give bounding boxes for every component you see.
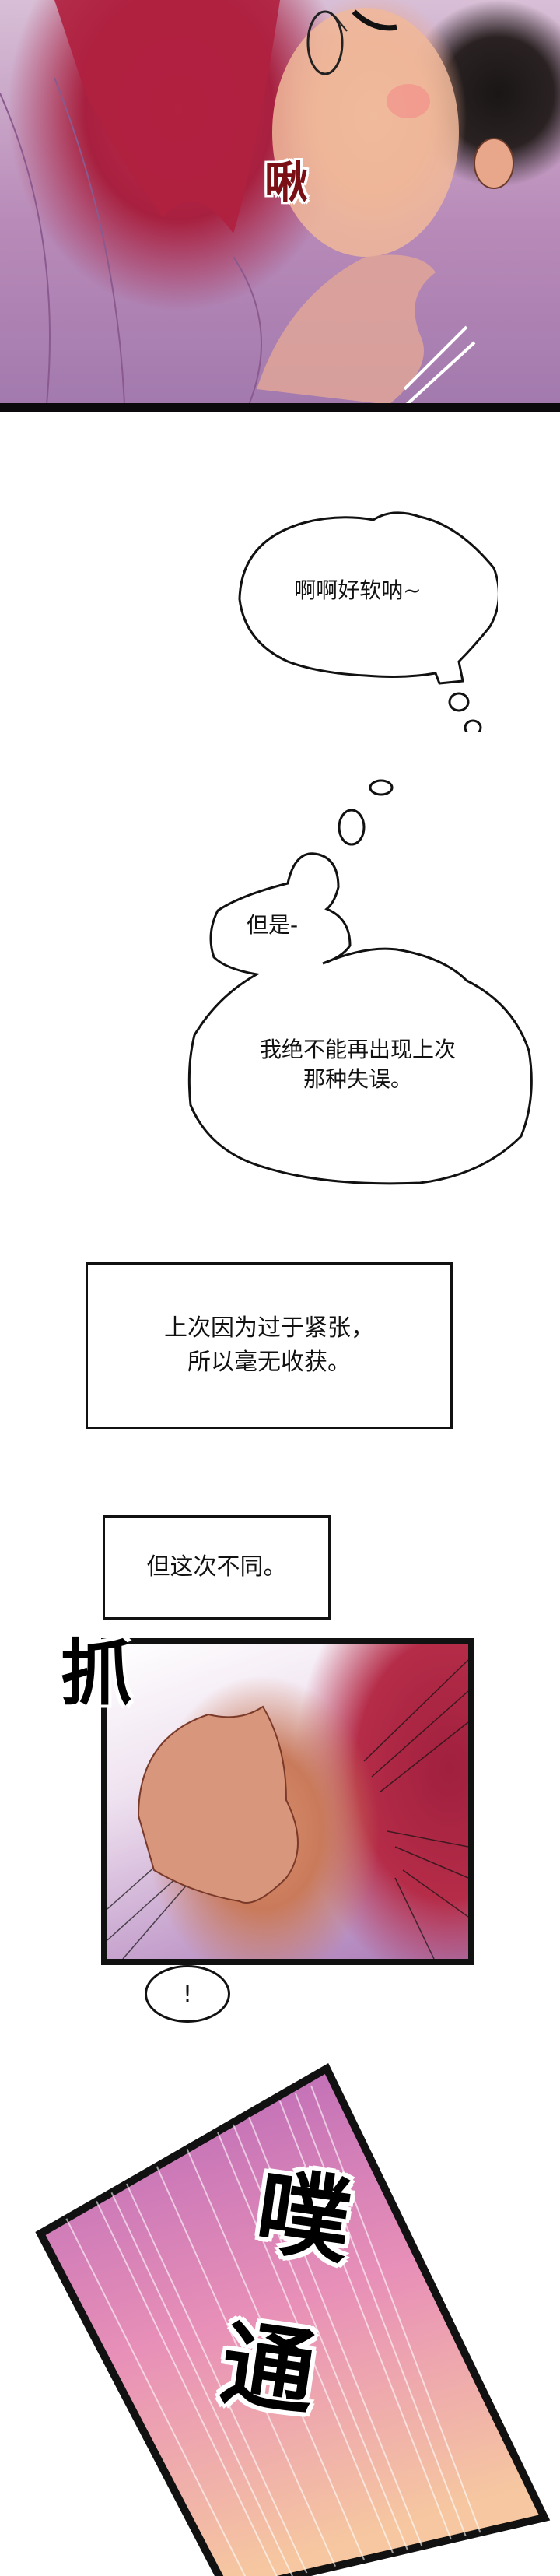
sfx-grab: 抓 (61, 1632, 133, 1715)
sfx-plop-2: 通 (214, 2309, 323, 2430)
sfx-kiss: 啾 (264, 158, 308, 209)
thought-bubble-1 (238, 511, 498, 732)
panel-grab (101, 1638, 474, 1965)
caption-box-1: 上次因为过于紧张， 所以毫无收获。 (86, 1262, 453, 1429)
panel-border (0, 403, 560, 412)
panel-grab-art (107, 1659, 468, 1959)
panel-kiss-art (0, 0, 514, 405)
speed-lines (61, 2085, 506, 2576)
thought-bubble-1-text: 啊啊好软呐~ (294, 577, 422, 603)
thought-bubble-2-large-text: 我绝不能再出现上次 那种失误。 (202, 1035, 513, 1094)
thought-bubble-2-line1: 我绝不能再出现上次 (259, 1037, 456, 1062)
reaction-bubble: ! (145, 1965, 230, 2023)
caption-1-text: 上次因为过于紧张， 所以毫无收获。 (164, 1311, 374, 1380)
caption-1-line2: 所以毫无收获。 (187, 1349, 351, 1376)
thought-bubble-2-line2: 那种失误。 (303, 1066, 412, 1092)
thought-bubble-2-small-text: 但是- (246, 912, 299, 938)
caption-2-text: 但这次不同。 (146, 1553, 287, 1581)
caption-1-line1: 上次因为过于紧张， (164, 1314, 374, 1342)
sfx-plop-1: 噗 (249, 2157, 358, 2278)
panel-plop (35, 2062, 551, 2576)
thought-bubble-2 (187, 779, 533, 1185)
reaction-text: ! (182, 1980, 193, 2008)
panel-kiss: 啾 (0, 0, 560, 405)
caption-box-2: 但这次不同。 (103, 1515, 331, 1620)
